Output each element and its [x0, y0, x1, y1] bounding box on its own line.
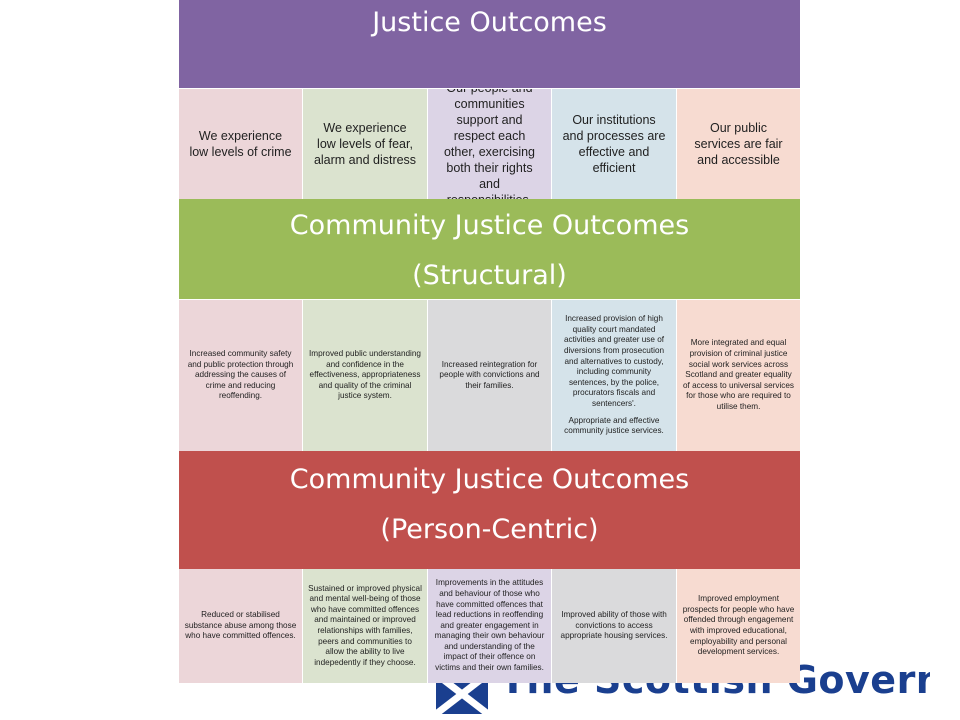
person-centric-title-line1: Community Justice Outcomes	[289, 464, 690, 495]
person-centric-outcome-box: Improvements in the attitudes and behavi…	[428, 569, 552, 683]
justice-outcome-box: We experience low levels of crime	[179, 89, 303, 199]
person-centric-outcome-box: Improved employment prospects for people…	[677, 569, 800, 683]
structural-title-line1: Community Justice Outcomes	[289, 210, 690, 241]
justice-outcome-box: Our institutions and processes are effec…	[552, 89, 677, 199]
person-centric-outcomes-header: Community Justice Outcomes (Person-Centr…	[179, 451, 800, 569]
justice-outcome-box: Our people and communities support and r…	[428, 89, 552, 199]
structural-outcome-text: Increased provision of high quality cour…	[563, 314, 665, 408]
person-centric-outcome-box: Reduced or stabilised substance abuse am…	[179, 569, 303, 683]
structural-outcome-box: Improved public understanding and confid…	[303, 300, 428, 451]
structural-outcome-box: Increased provision of high quality cour…	[552, 300, 677, 451]
structural-title-line2: (Structural)	[412, 260, 567, 291]
person-centric-title-line2: (Person-Centric)	[380, 514, 599, 545]
structural-outcomes-row: Increased community safety and public pr…	[179, 300, 800, 451]
justice-outcomes-title: Justice Outcomes	[372, 7, 607, 38]
structural-outcome-box: Increased community safety and public pr…	[179, 300, 303, 451]
structural-outcome-box: Increased reintegration for people with …	[428, 300, 552, 451]
outcomes-diagram: Justice Outcomes We experience low level…	[179, 0, 800, 683]
person-centric-outcomes-row: Reduced or stabilised substance abuse am…	[179, 569, 800, 683]
justice-outcomes-row: We experience low levels of crime We exp…	[179, 89, 800, 199]
structural-outcome-extra: Appropriate and effective community just…	[564, 415, 664, 436]
justice-outcome-box: We experience low levels of fear, alarm …	[303, 89, 428, 199]
justice-outcomes-header: Justice Outcomes	[179, 0, 800, 88]
person-centric-outcome-box: Sustained or improved physical and menta…	[303, 569, 428, 683]
person-centric-outcome-box: Improved ability of those with convictio…	[552, 569, 677, 683]
justice-outcome-box: Our public services are fair and accessi…	[677, 89, 800, 199]
structural-outcomes-header: Community Justice Outcomes (Structural)	[179, 199, 800, 299]
structural-outcome-box: More integrated and equal provision of c…	[677, 300, 800, 451]
